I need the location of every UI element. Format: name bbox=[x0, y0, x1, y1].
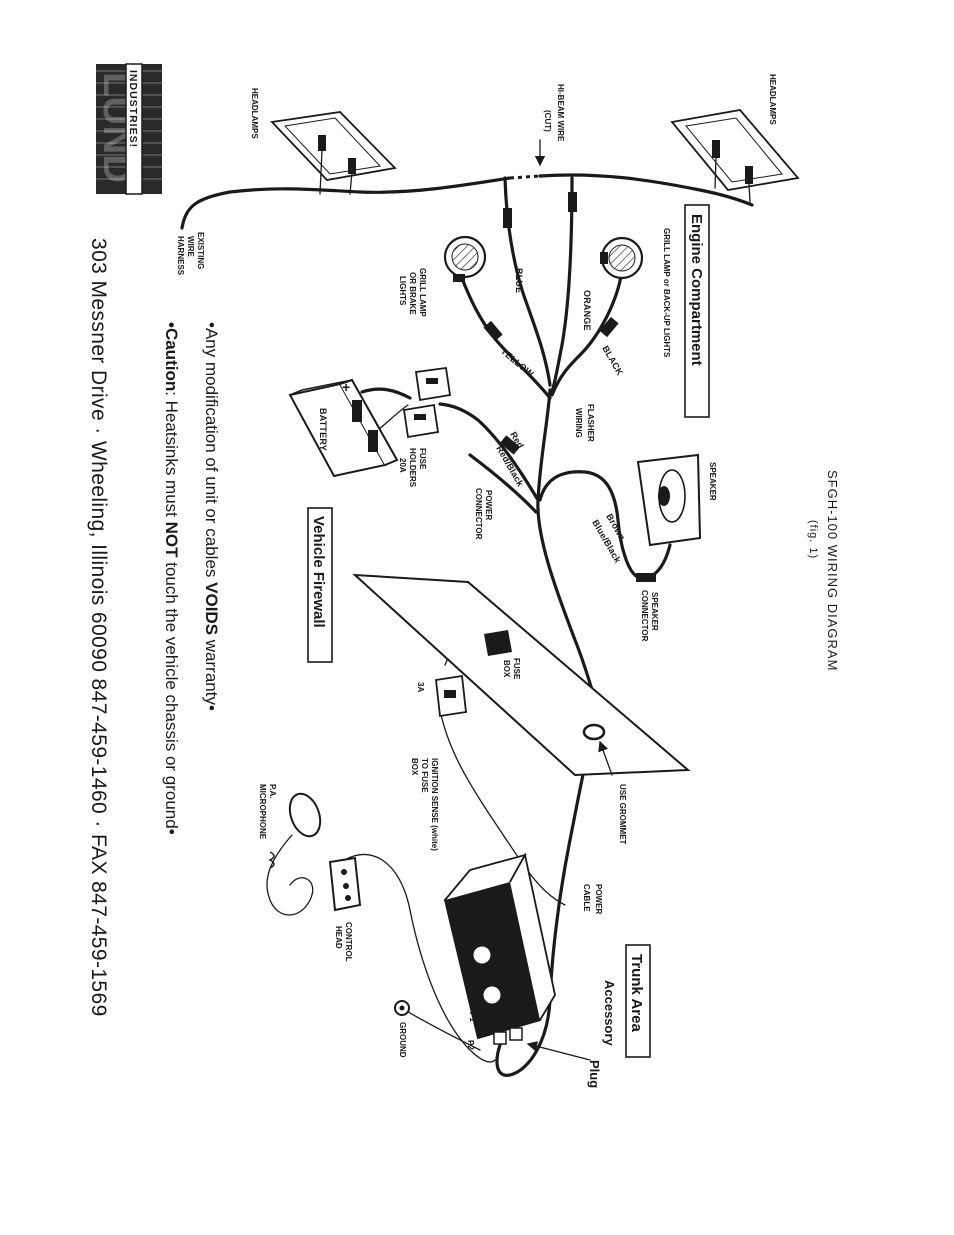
label-existing-2: WIRE bbox=[186, 236, 195, 258]
battery: BATTERY + bbox=[288, 378, 399, 478]
label-hibeam-1: HI-BEAM WIRE bbox=[556, 84, 565, 142]
label-power-cable-2: CABLE bbox=[582, 884, 591, 912]
fuse-box bbox=[435, 630, 512, 718]
label-fuse-holders-1: FUSE bbox=[418, 448, 427, 470]
fuse-holders bbox=[402, 366, 452, 439]
label-accessory-plug-1: Accessory bbox=[602, 980, 617, 1047]
trunk-area-title: Trunk Area bbox=[628, 954, 645, 1032]
company-address: 303 Messner Drive · Wheeling, Illinois 6… bbox=[87, 238, 110, 1017]
warranty-note: •Any modification of unit or cables VOID… bbox=[202, 322, 221, 711]
trunk-area-box: Trunk Area bbox=[625, 944, 651, 1058]
engine-compartment-title: Engine Compartment bbox=[688, 214, 705, 366]
label-grill-brake-2: OR BRAKE bbox=[408, 272, 417, 315]
label-p2: P2 bbox=[466, 1040, 475, 1050]
grill-lamp-brake bbox=[443, 235, 487, 282]
ground-terminal-icon bbox=[394, 1000, 410, 1016]
engine-compartment-box: Engine Compartment bbox=[684, 204, 710, 418]
label-existing-3: HARNESS bbox=[176, 236, 185, 276]
label-ignition-3: BOX bbox=[410, 758, 419, 776]
label-accessory-plug-2: Plug bbox=[587, 1060, 602, 1088]
label-ignition-2: TO FUSE bbox=[420, 758, 429, 793]
battery-plus: + bbox=[342, 379, 350, 395]
siren-amplifier bbox=[443, 852, 591, 1061]
label-existing-1: EXISTING bbox=[196, 232, 205, 269]
label-headlamps-left: HEADLAMPS bbox=[250, 88, 259, 139]
label-p1: P1 bbox=[468, 1012, 477, 1022]
control-head bbox=[328, 856, 362, 912]
speaker bbox=[636, 453, 702, 547]
label-speaker-connector-2: CONNECTOR bbox=[640, 590, 649, 642]
headlamp-right bbox=[670, 109, 800, 191]
label-speaker-connector-1: SPEAKER bbox=[650, 592, 659, 631]
diagram-title: SFGH-100 WIRING DIAGRAM bbox=[825, 470, 840, 671]
headlamp-left bbox=[270, 111, 397, 181]
label-grill-brake-1: GRILL LAMP bbox=[418, 268, 427, 317]
label-ground: GROUND bbox=[398, 1022, 407, 1058]
label-power-connector-2: CONNECTOR bbox=[474, 488, 483, 540]
grill-lamp-backup bbox=[600, 236, 644, 280]
label-fuse-box-1: FUSE bbox=[512, 658, 521, 680]
diagram-fig: (fig. 1) bbox=[807, 520, 819, 559]
label-pa-mic-1: P.A. bbox=[268, 784, 277, 799]
grommet-icon bbox=[582, 723, 606, 741]
label-fuse-3a: 3A bbox=[416, 682, 425, 692]
label-yellow: YELLOW bbox=[499, 346, 536, 379]
label-fuse-holders-3: 20A bbox=[398, 458, 407, 473]
label-flasher-1: FLASHER bbox=[586, 404, 595, 442]
label-power-connector-1: POWER bbox=[484, 490, 493, 520]
label-pa-mic-2: MICROPHONE bbox=[258, 784, 267, 840]
label-fuse-holders-2: HOLDERS bbox=[408, 448, 417, 488]
pa-microphone bbox=[266, 792, 322, 916]
firewall-panel bbox=[352, 573, 691, 777]
lund-logo: LUND INDUSTRIES! bbox=[95, 63, 162, 195]
vehicle-firewall-box: Vehicle Firewall bbox=[307, 507, 333, 663]
vehicle-firewall-title: Vehicle Firewall bbox=[310, 516, 327, 628]
label-flasher-2: WIRING bbox=[574, 408, 583, 438]
diagram-title-group: SFGH-100 WIRING DIAGRAM (fig. 1) bbox=[807, 470, 840, 671]
wire-harness bbox=[180, 149, 754, 1077]
label-grill-backup: GRILL LAMP or BACK-UP LIGHTS bbox=[662, 228, 671, 358]
label-ignition-1: IGNITION SENSE (white) bbox=[430, 758, 439, 851]
label-headlamps-right: HEADLAMPS bbox=[768, 74, 777, 125]
label-fuse-box-2: BOX bbox=[502, 660, 511, 678]
label-grill-brake-3: LIGHTS bbox=[398, 276, 407, 306]
label-black: BLACK bbox=[600, 344, 625, 377]
label-speaker: SPEAKER bbox=[708, 462, 717, 501]
label-hibeam-2: (CUT) bbox=[543, 110, 552, 132]
battery-label: BATTERY bbox=[318, 408, 328, 451]
label-control-head-1: CONTROL bbox=[344, 922, 353, 962]
caution-note: •Caution: Heatsinks must NOT touch the v… bbox=[162, 322, 181, 835]
logo-sub: INDUSTRIES! bbox=[127, 70, 139, 148]
label-blue: BLUE bbox=[514, 268, 524, 293]
label-use-grommet: USE GROMMET bbox=[618, 784, 627, 845]
label-orange: ORANGE bbox=[582, 290, 592, 331]
label-control-head-2: HEAD bbox=[334, 926, 343, 949]
label-power-cable-1: POWER bbox=[594, 884, 603, 914]
